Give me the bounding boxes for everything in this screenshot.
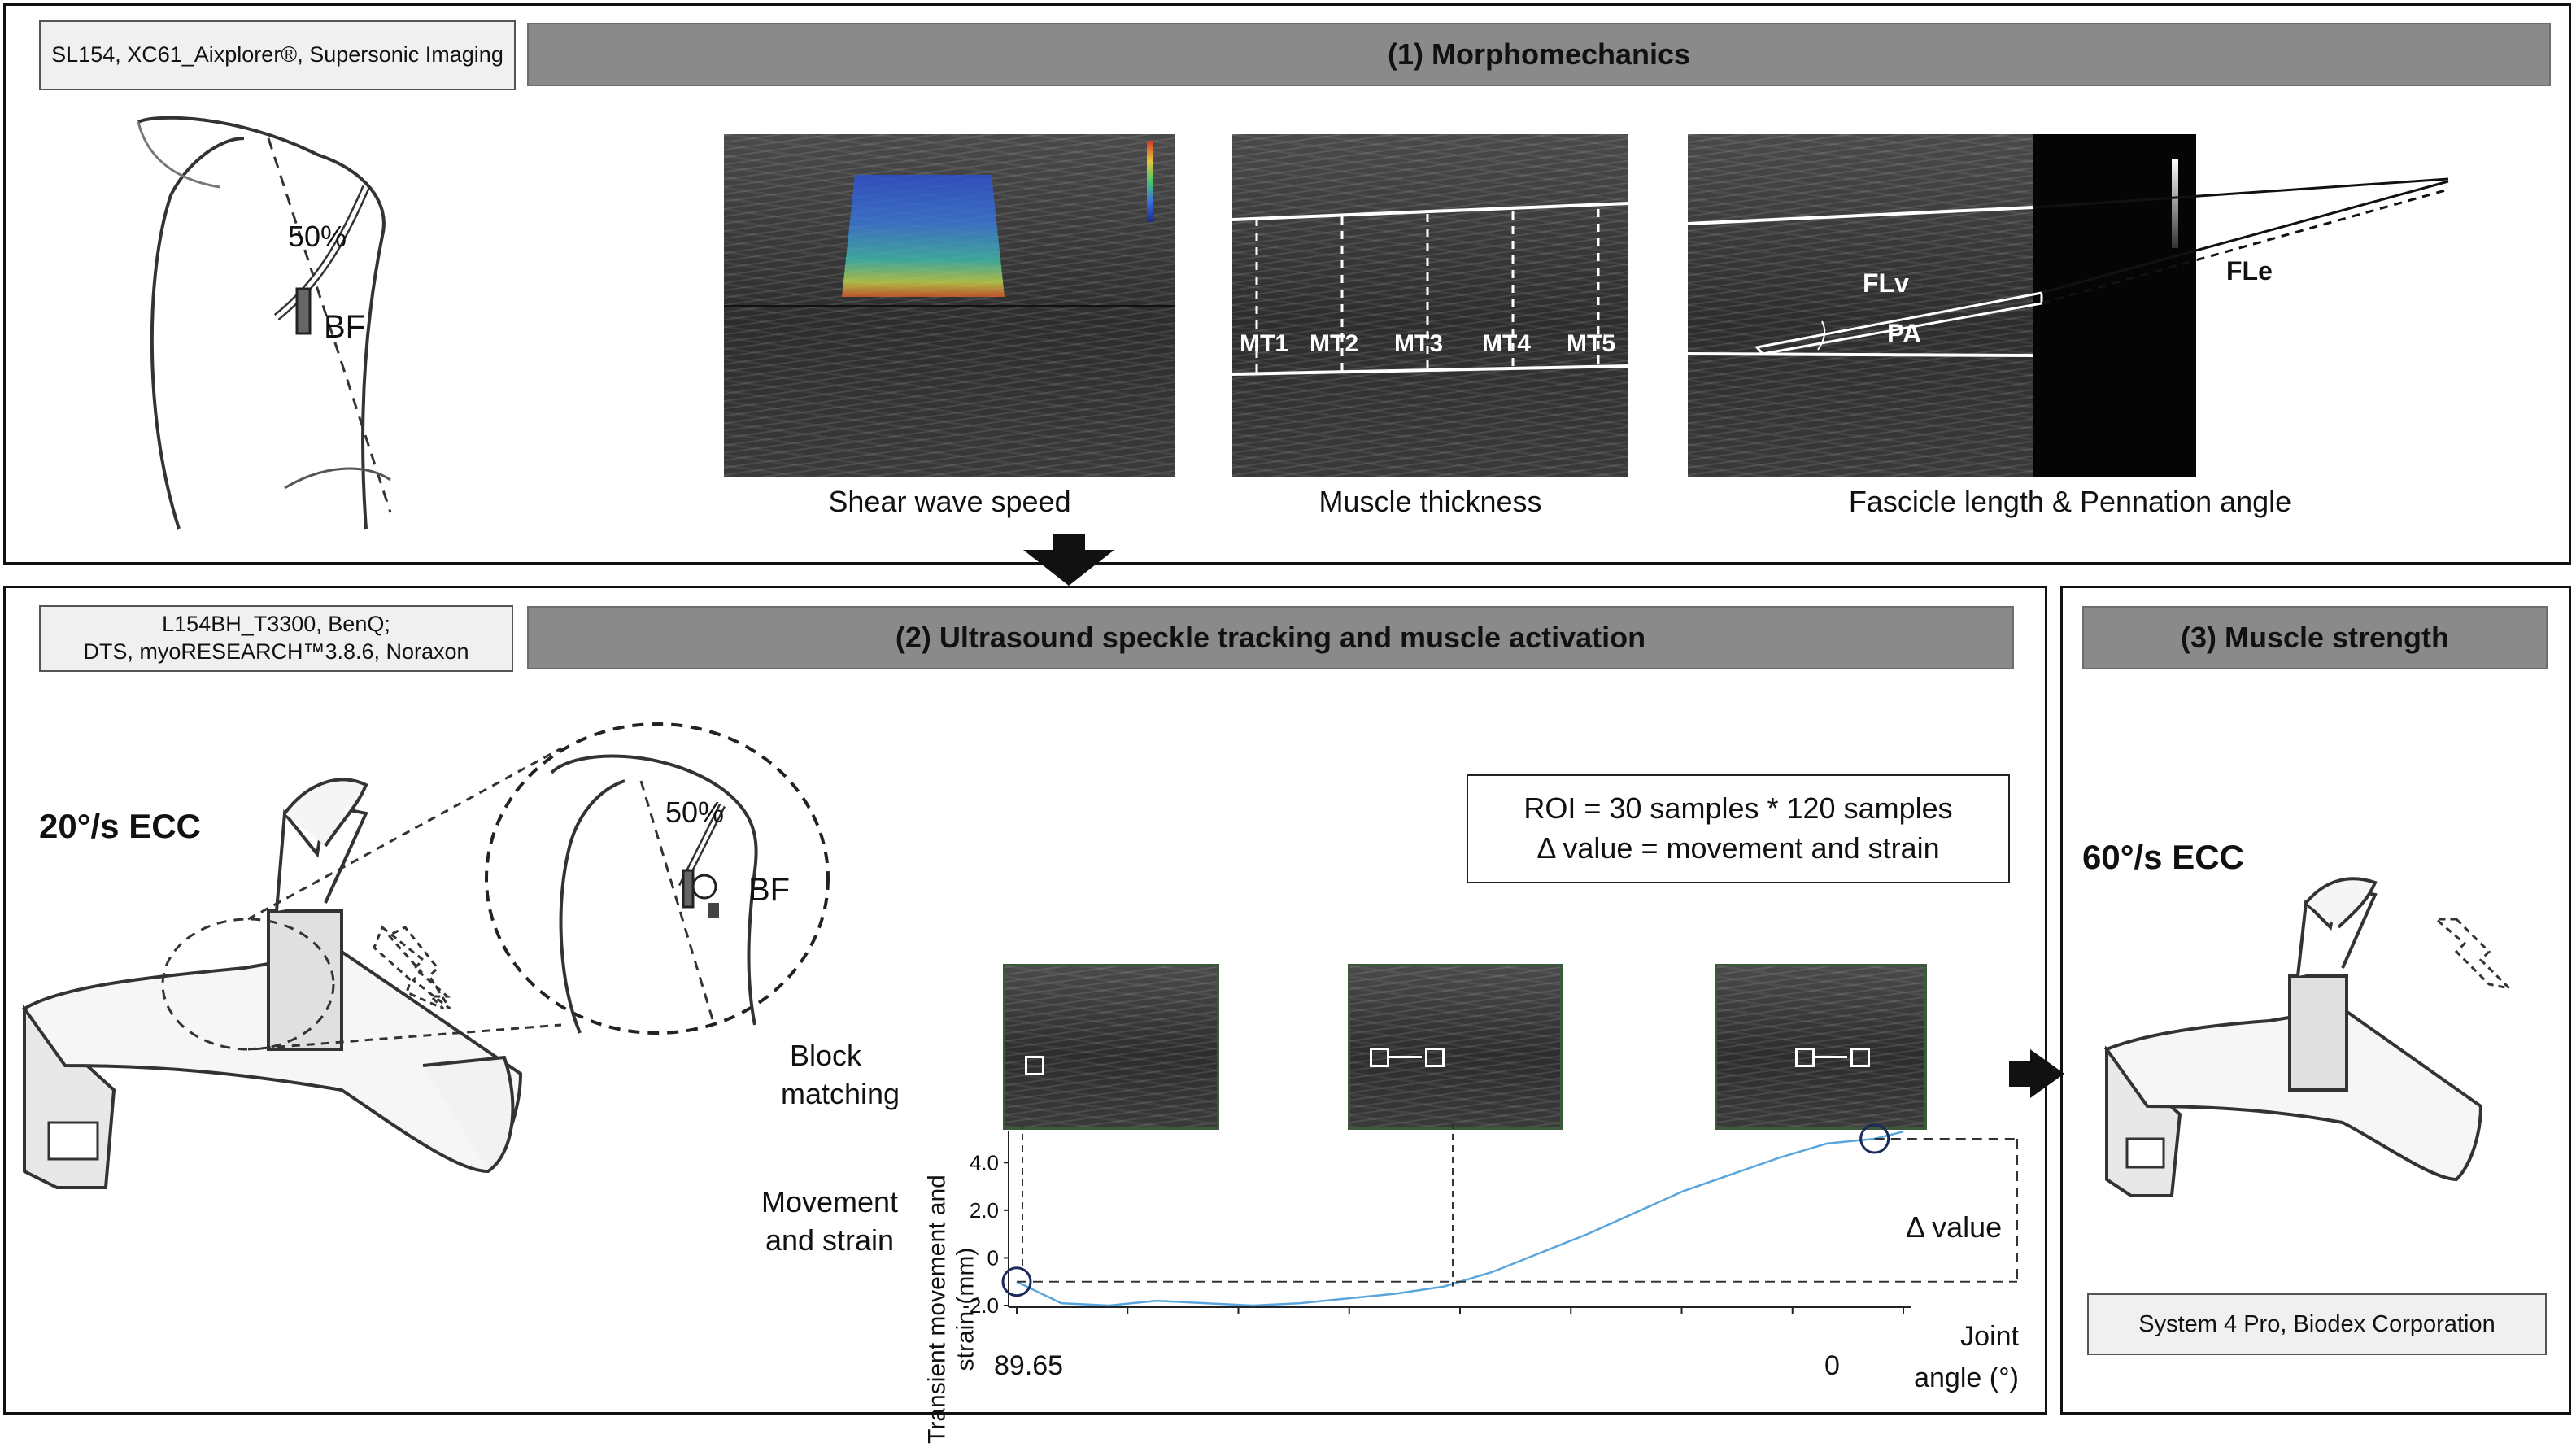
section-title-bar-1: (1) Morphomechanics <box>527 23 2551 86</box>
y-tick-label: 4.0 <box>970 1150 999 1175</box>
y-tick-label: -2.0 <box>962 1293 999 1318</box>
block-matching-frame-2 <box>1348 964 1563 1130</box>
x-tick-label-start: 89.65 <box>994 1350 1064 1381</box>
mt5-label: MT5 <box>1567 330 1615 357</box>
mt4-label: MT4 <box>1482 330 1531 357</box>
roi-info-box: ROI = 30 samples * 120 samples Δ value =… <box>1467 774 2010 883</box>
muscle-thickness-ultrasound-image <box>1232 134 1628 477</box>
fascicle-scale-bar <box>2172 159 2178 248</box>
roi-box-3a <box>1795 1048 1815 1067</box>
section-title-2: (2) Ultrasound speckle tracking and musc… <box>895 621 1646 654</box>
speed-label-60: 60°/s ECC <box>2082 838 2244 876</box>
caption-shear-wave: Shear wave speed <box>828 485 1071 518</box>
pa-label: PA <box>1887 319 1922 348</box>
block-matching-label: Block matching <box>781 1039 900 1110</box>
dynamometer-leg-illustration <box>22 747 562 1189</box>
dynamometer-leg-illustration-2 <box>2103 877 2513 1197</box>
device-info-text-2a: L154BH_T3300, BenQ; <box>162 612 390 637</box>
probe-percent-label-1: 50% <box>288 220 347 253</box>
block-matching-frame-3 <box>1715 964 1927 1130</box>
section-title-1: (1) Morphomechanics <box>1387 37 1691 71</box>
panel-muscle-strength <box>2060 586 2571 1415</box>
strain-series-line <box>1016 1130 1904 1307</box>
fascicle-image-dark-right <box>2033 134 2196 477</box>
mt1-label: MT1 <box>1240 330 1288 357</box>
delta-value-label: Δ value <box>1906 1210 2003 1244</box>
section-title-bar-2: (2) Ultrasound speckle tracking and musc… <box>527 606 2014 669</box>
roi-box-2b <box>1425 1048 1445 1067</box>
device-info-box-1: SL154, XC61_Aixplorer®, Supersonic Imagi… <box>39 20 516 90</box>
arrow-right-icon <box>2009 1049 2064 1098</box>
zoom-muscle-label: BF <box>748 872 791 908</box>
speed-label-20: 20°/s ECC <box>39 807 201 845</box>
movement-strain-label: Movement and strain <box>761 1185 899 1257</box>
device-info-box-2: L154BH_T3300, BenQ; DTS, myoRESEARCH™3.8… <box>39 605 513 672</box>
zoomed-thigh-circle <box>485 722 830 1035</box>
arrow-down-icon <box>1023 534 1114 586</box>
fascicle-overlay <box>1687 177 2449 357</box>
start-point-marker <box>1001 1266 1032 1297</box>
chart-y-axis-label: Transient movement and strain (mm) <box>923 1175 979 1444</box>
zoom-percent-label: 50% <box>665 796 725 829</box>
flv-label: FLv <box>1863 268 1909 298</box>
section-title-bar-3: (3) Muscle strength <box>2082 606 2548 669</box>
section-title-3: (3) Muscle strength <box>2180 621 2450 654</box>
device-info-text-1: SL154, XC61_Aixplorer®, Supersonic Imagi… <box>51 42 503 68</box>
mt2-label: MT2 <box>1310 330 1358 357</box>
mt3-label: MT3 <box>1394 330 1443 357</box>
movement-strain-chart: 4.0 2.0 0 -2.0 <box>962 1123 2018 1318</box>
roi-box-3b <box>1850 1048 1870 1067</box>
panel-morphomechanics <box>3 3 2571 565</box>
device-info-text-3: System 4 Pro, Biodex Corporation <box>2138 1310 2495 1337</box>
colorbar <box>1147 141 1153 222</box>
roi-line-1: ROI = 30 samples * 120 samples <box>1523 791 1953 826</box>
x-tick-label-end: 0 <box>1824 1350 1840 1381</box>
end-point-marker <box>1859 1123 1890 1154</box>
muscle-thickness-overlay <box>1231 202 1629 376</box>
image-divider <box>724 305 1175 307</box>
device-info-text-2b: DTS, myoRESEARCH™3.8.6, Noraxon <box>83 639 469 664</box>
roi-shift-arrow-3 <box>1815 1056 1847 1058</box>
shear-wave-color-map <box>842 175 1005 297</box>
y-tick-label: 0 <box>987 1245 999 1270</box>
shear-wave-ultrasound-image <box>724 134 1175 477</box>
chart-x-axis-label: Joint angle (°) <box>1914 1321 2019 1393</box>
caption-fascicle: Fascicle length & Pennation angle <box>1848 485 2292 518</box>
roi-shift-arrow-2 <box>1389 1056 1422 1058</box>
thigh-probe-illustration <box>137 116 392 530</box>
block-matching-frame-1 <box>1003 964 1219 1130</box>
device-info-box-3: System 4 Pro, Biodex Corporation <box>2087 1293 2547 1355</box>
fascicle-ultrasound-image <box>1688 134 2196 477</box>
roi-line-2: Δ value = movement and strain <box>1536 831 1940 865</box>
panel-speckle-tracking <box>3 586 2047 1415</box>
muscle-label-bf-1: BF <box>324 309 366 345</box>
y-tick-label: 2.0 <box>970 1198 999 1223</box>
roi-box-2a <box>1370 1048 1389 1067</box>
fle-label: FLe <box>2226 256 2273 286</box>
movement-direction-arrow-icon <box>386 926 451 1010</box>
caption-muscle-thickness: Muscle thickness <box>1319 485 1542 518</box>
roi-box-1 <box>1025 1056 1044 1075</box>
